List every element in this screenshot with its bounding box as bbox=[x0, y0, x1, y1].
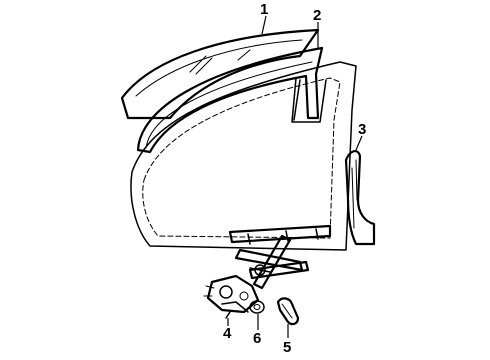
callout-5: 5 bbox=[283, 339, 291, 356]
door-trim-strip bbox=[344, 150, 376, 246]
door-glass bbox=[120, 28, 320, 120]
callout-4: 4 bbox=[223, 325, 232, 342]
glass-run-channel bbox=[136, 46, 324, 154]
callout-leaders bbox=[227, 15, 363, 338]
window-regulator bbox=[228, 224, 332, 290]
callout-labels: 1 2 3 4 6 5 bbox=[223, 1, 366, 356]
washer bbox=[249, 300, 265, 314]
regulator-motor bbox=[203, 274, 260, 319]
callout-6: 6 bbox=[253, 330, 261, 347]
callout-3: 3 bbox=[358, 121, 366, 138]
window-crank-handle bbox=[276, 297, 300, 326]
callout-1: 1 bbox=[260, 1, 268, 18]
door-shell bbox=[130, 61, 357, 251]
callout-2: 2 bbox=[313, 7, 321, 24]
